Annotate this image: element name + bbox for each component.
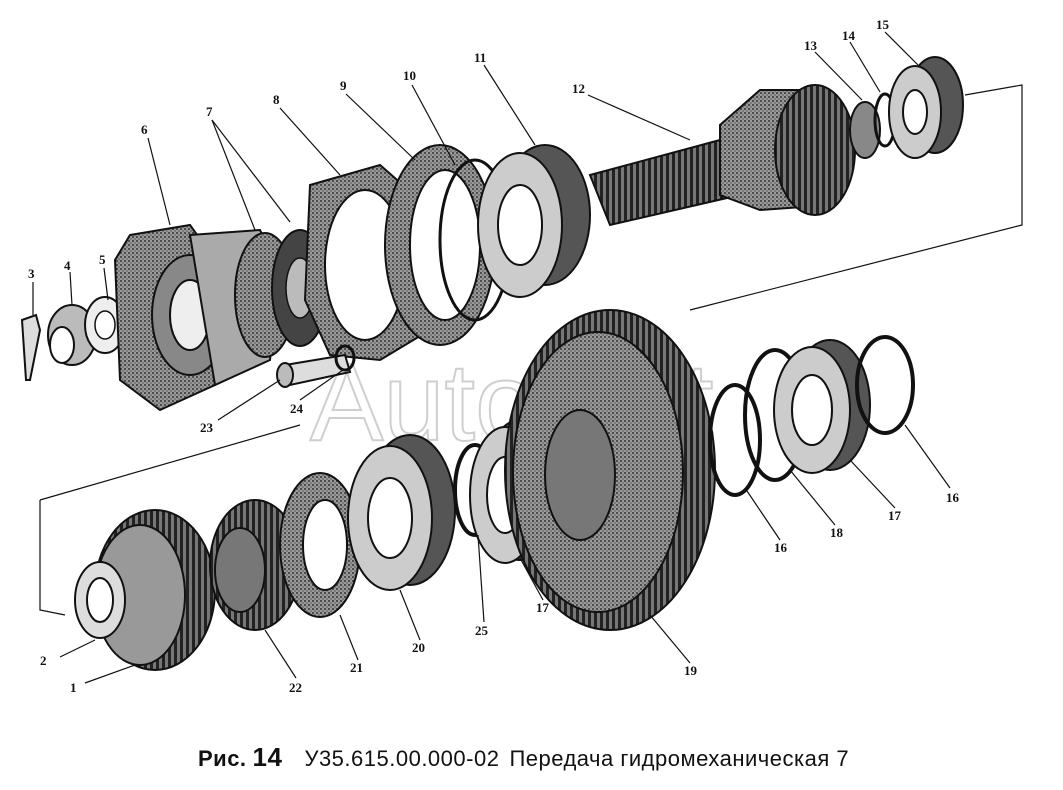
callout-10: 10 [403, 68, 416, 83]
part-20-bearing [347, 434, 456, 591]
part-9-gasket [384, 144, 496, 346]
callout-13: 13 [804, 38, 818, 53]
callout-18: 18 [830, 525, 844, 540]
callout-7: 7 [206, 104, 213, 119]
callout-numbers: 1 2 3 4 5 6 7 8 9 10 11 12 13 14 15 16 1… [28, 17, 960, 695]
part-11-bearing [477, 144, 591, 298]
callout-16-left: 16 [774, 540, 788, 555]
part-1-gear-ring [94, 509, 216, 671]
callout-23: 23 [200, 420, 214, 435]
part-2-hub [74, 561, 126, 639]
part-17-bearing-right [773, 339, 871, 474]
callout-16-right: 16 [946, 490, 960, 505]
callout-22: 22 [289, 680, 302, 695]
callout-6: 6 [141, 122, 148, 137]
caption-fig-label: Рис. [198, 746, 247, 771]
callout-14: 14 [842, 28, 856, 43]
part-19-large-gear [504, 309, 716, 631]
callout-20: 20 [412, 640, 425, 655]
callout-15: 15 [876, 17, 890, 32]
callout-17-center: 17 [536, 600, 550, 615]
callout-12: 12 [572, 81, 585, 96]
callout-2: 2 [40, 653, 47, 668]
callout-8: 8 [273, 92, 280, 107]
callout-9: 9 [340, 78, 347, 93]
callout-25: 25 [475, 623, 489, 638]
callout-11: 11 [474, 50, 486, 65]
callout-3: 3 [28, 266, 35, 281]
callout-17-right: 17 [888, 508, 902, 523]
part-16-snap-ring-left [708, 383, 762, 497]
caption-fig-number: 14 [252, 742, 283, 772]
part-12-shaft [588, 84, 856, 227]
callout-1: 1 [70, 680, 77, 695]
callout-5: 5 [99, 252, 106, 267]
caption-title: Передача гидромеханическая 7 [509, 746, 850, 771]
figure-caption: Рис.14 У35.615.00.000-02 Передача гидромех… [198, 742, 849, 773]
leader-lines [32, 31, 951, 684]
caption-code: У35.615.00.000-02 [304, 746, 500, 771]
part-22-gear [209, 499, 301, 631]
part-24-washer [334, 344, 356, 372]
part-3-cotter-pin [20, 313, 42, 381]
part-13-ring [849, 101, 881, 159]
part-5-washer [84, 296, 126, 354]
part-23-bolt [276, 353, 352, 388]
callout-21: 21 [350, 660, 363, 675]
callout-4: 4 [64, 258, 71, 273]
part-16-snap-ring-right [855, 335, 915, 435]
part-4-nut [47, 304, 97, 366]
callout-24: 24 [290, 401, 304, 416]
assembly-bracket-lines [39, 84, 1023, 616]
callout-19: 19 [684, 663, 698, 678]
part-15-bearing [888, 56, 964, 159]
part-21-friction-disc [279, 472, 361, 618]
